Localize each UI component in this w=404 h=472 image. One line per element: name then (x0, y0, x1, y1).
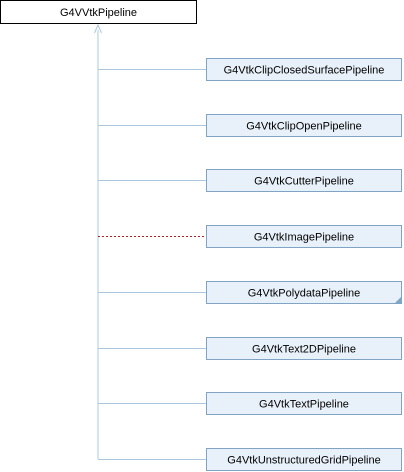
derived-class-box (206, 58, 402, 81)
derived-class-node-g4-vtk-text2-dpipeline[interactable]: G4VtkText2DPipeline (206, 337, 402, 360)
derived-class-label: G4VtkTextPipeline (259, 399, 349, 411)
derived-class-node-g4-vtk-text-pipeline[interactable]: G4VtkTextPipeline (206, 392, 402, 415)
derived-class-node-g4-vtk-clip-closed-surface-pipeline[interactable]: G4VtkClipClosedSurfacePipeline (206, 58, 402, 81)
derived-class-node-g4-vtk-unstructured-grid-pipeline[interactable]: G4VtkUnstructuredGridPipeline (206, 448, 402, 471)
derived-class-node-g4-vtk-image-pipeline[interactable]: G4VtkImagePipeline (206, 225, 402, 248)
derived-class-box (206, 169, 402, 192)
base-class-node[interactable]: G4VVtkPipeline (0, 0, 197, 24)
derived-class-label: G4VtkPolydataPipeline (248, 288, 361, 300)
base-class-box (0, 0, 197, 24)
derived-class-node-g4-vtk-polydata-pipeline[interactable]: G4VtkPolydataPipeline (206, 281, 402, 304)
derived-class-box (206, 448, 402, 471)
derived-class-label: G4VtkClipOpenPipeline (246, 121, 362, 133)
derived-class-label: G4VtkClipClosedSurfacePipeline (224, 65, 385, 77)
derived-class-label: G4VtkImagePipeline (254, 232, 354, 244)
derived-class-box (206, 392, 402, 415)
derived-class-box (206, 114, 402, 137)
derived-class-label: G4VtkCutterPipeline (254, 176, 354, 188)
base-class-label: G4VVtkPipeline (60, 7, 137, 19)
derived-class-box (206, 337, 402, 360)
derived-class-label: G4VtkUnstructuredGridPipeline (227, 455, 380, 467)
folded-corner-icon (394, 296, 402, 304)
derived-class-box (206, 225, 402, 248)
derived-class-node-g4-vtk-clip-open-pipeline[interactable]: G4VtkClipOpenPipeline (206, 114, 402, 137)
edges-layer (94, 23, 206, 460)
derived-class-node-g4-vtk-cutter-pipeline[interactable]: G4VtkCutterPipeline (206, 169, 402, 192)
derived-class-box (206, 281, 402, 304)
derived-class-label: G4VtkText2DPipeline (252, 344, 356, 356)
inheritance-arrowhead (94, 23, 102, 34)
